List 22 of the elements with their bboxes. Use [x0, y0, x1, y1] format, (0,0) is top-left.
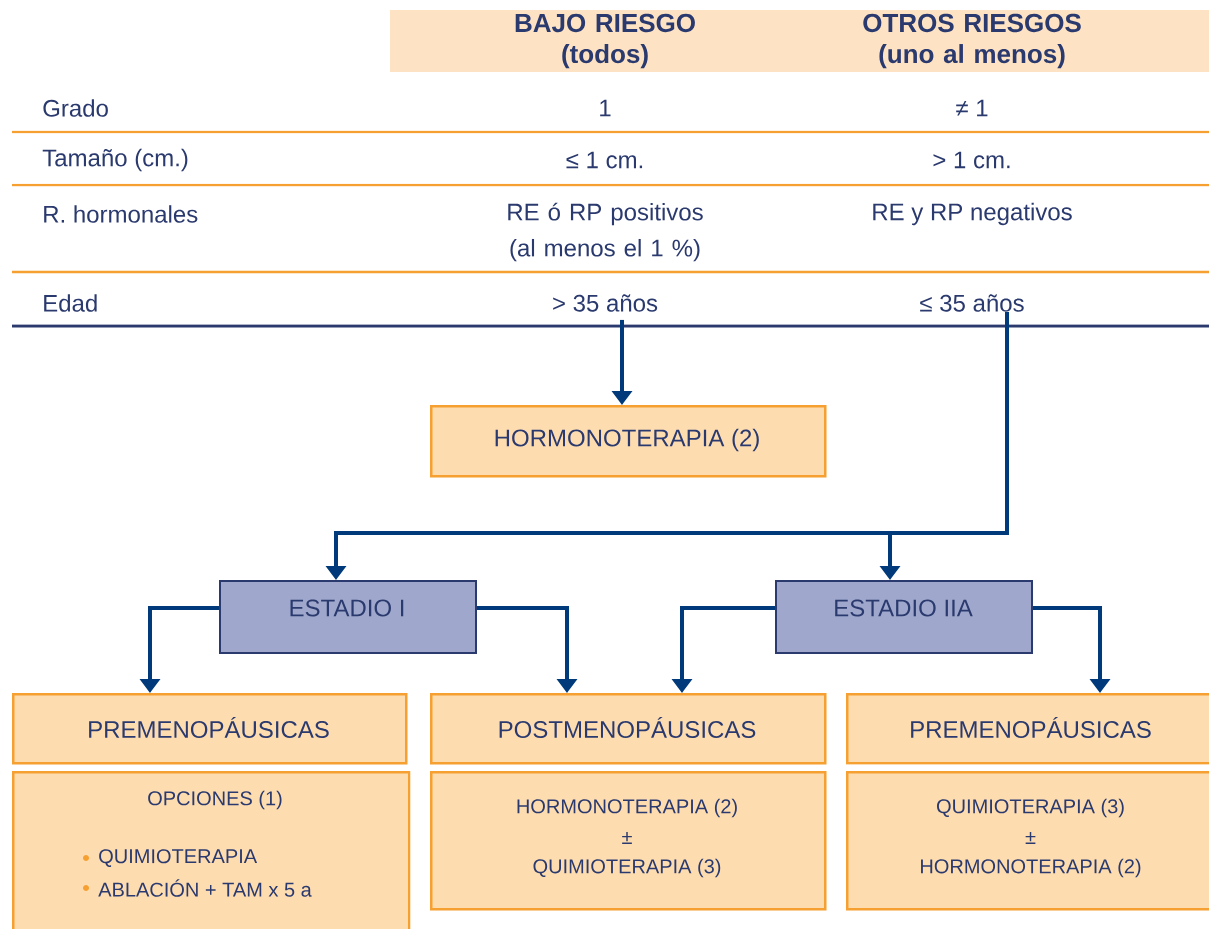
table-cell: ≠ 1 — [956, 99, 988, 117]
table-cell: RE ó RP positivos (al menos el 1 %) — [508, 202, 703, 262]
table-cell: Tamaño (cm.) — [42, 148, 188, 172]
treatment-box: HORMONOTERAPIA (2) ± QUIMIOTERAPIA (3) — [430, 771, 827, 911]
header-band: BAJO RIESGO (todos) OTROS RIESGOS (uno al menos) — [390, 10, 1209, 72]
treatment-box: HORMONOTERAPIA (2) — [430, 405, 827, 478]
treatment-box: QUIMIOTERAPIA (3) ± HORMONOTERAPIA (2) — [846, 771, 1209, 911]
options-box: OPCIONES (1) QUIMIOTERAPIA ABLACIÓN + TAM x 5 a — [12, 771, 411, 929]
group-box: PREMENOPÁUSICAS — [846, 693, 1209, 765]
table-cell: Edad — [44, 294, 97, 312]
stage-box: ESTADIO IIA — [775, 580, 1033, 654]
group-box: PREMENOPÁUSICAS — [12, 693, 408, 765]
table-cell: R. hormonales — [44, 205, 198, 223]
table-cell: > 35 años — [553, 294, 658, 312]
table-cell: > 1 cm. — [933, 151, 1010, 169]
table-cell: ≤ 1 cm. — [566, 151, 643, 169]
table-cell: ≤ 35 años — [920, 294, 1024, 312]
stage-box: ESTADIO I — [219, 580, 477, 654]
table-cell: RE y RP negativos — [873, 202, 1072, 226]
table-cell: 1 — [600, 99, 611, 117]
group-box: POSTMENOPÁUSICAS — [430, 693, 827, 765]
table-cell: Grado — [43, 99, 108, 117]
